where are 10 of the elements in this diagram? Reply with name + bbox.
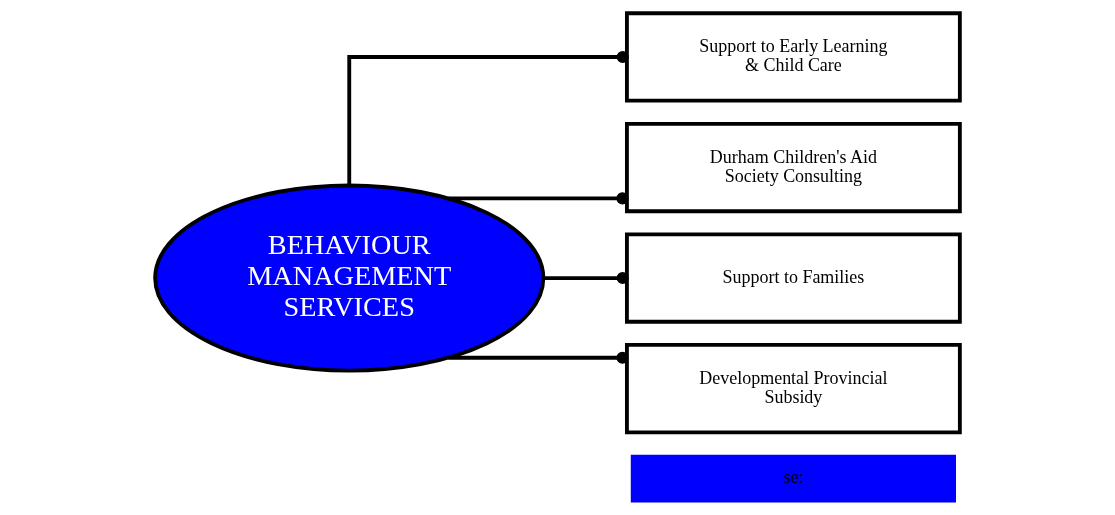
connector xyxy=(543,272,629,285)
connector xyxy=(448,192,629,205)
node-box: Support to Families xyxy=(625,232,962,324)
node-ellipse: BEHAVIOUR MANAGEMENT SERVICES xyxy=(153,183,546,373)
node-box: Developmental Provincial Subsidy xyxy=(625,343,962,435)
node-box: se: xyxy=(630,454,956,503)
node-box: Support to Early Learning & Child Care xyxy=(625,11,962,103)
connector xyxy=(347,50,629,185)
connector xyxy=(448,351,629,364)
node-box: Durham Children's Aid Society Consulting xyxy=(625,121,962,214)
